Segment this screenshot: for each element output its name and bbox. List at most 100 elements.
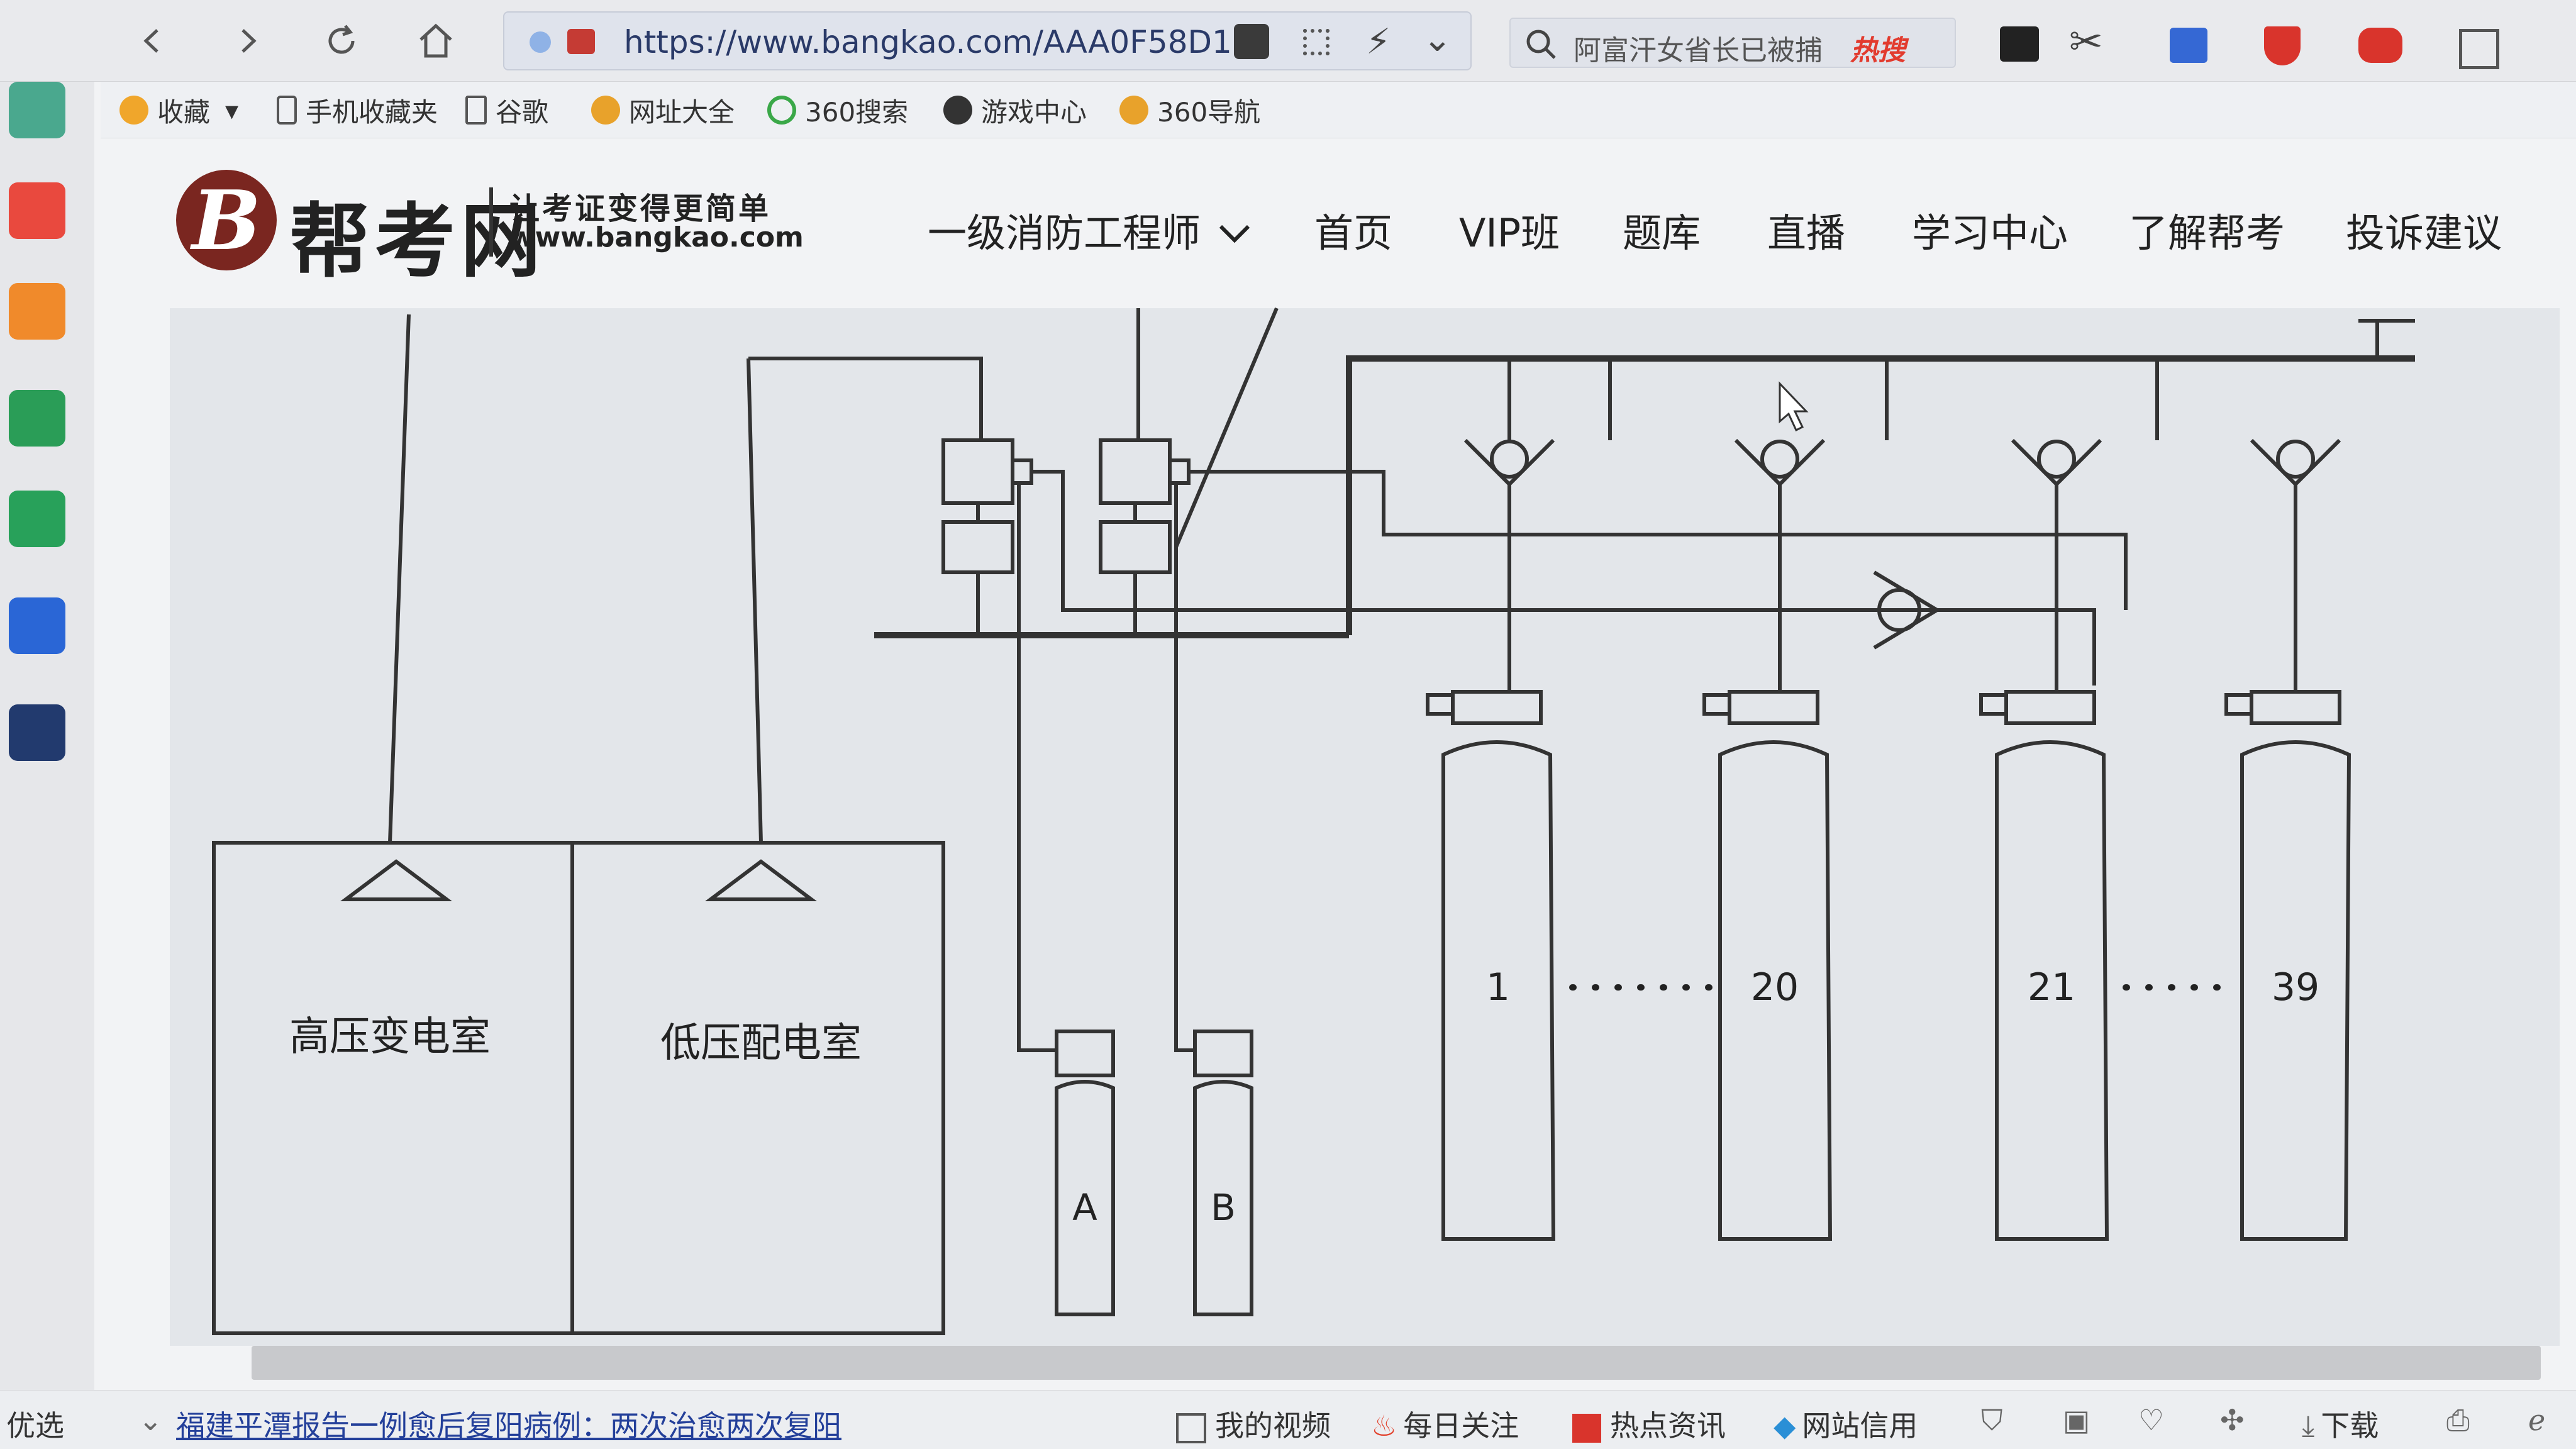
pilot-line-a xyxy=(1017,484,1057,1052)
fire-suppression-diagram: 高压变电室 低压配电室 A B 1 20 21 39 xyxy=(170,307,2560,1346)
site-shield-icon xyxy=(567,29,595,54)
secure-dot-icon xyxy=(530,31,551,53)
reload-icon xyxy=(328,25,355,54)
nav-exam-category[interactable]: 一级消防工程师 xyxy=(928,201,1252,258)
status-daily-focus[interactable]: ♨每日关注 xyxy=(1371,1403,1519,1445)
game-icon[interactable] xyxy=(2358,28,2402,63)
app-icon[interactable] xyxy=(9,597,65,654)
bookmark-label: 手机收藏夹 xyxy=(306,96,438,128)
mouse-cursor-icon xyxy=(1779,381,1809,432)
page-icon xyxy=(465,96,487,125)
pipe-low-voltage-room-b xyxy=(748,357,983,440)
bookmark-label: 游戏中心 xyxy=(981,96,1087,128)
tools-icon[interactable] xyxy=(9,704,65,761)
ie-icon[interactable]: ℯ xyxy=(2528,1403,2546,1437)
search-box[interactable]: 阿富汗女省长已被捕 热搜 xyxy=(1509,18,1956,68)
cylinder-label-20: 20 xyxy=(1751,965,1799,1009)
status-label: 热点资讯 xyxy=(1610,1409,1726,1443)
pilot-label-b: B xyxy=(1211,1186,1236,1229)
site-name[interactable]: 帮考网 xyxy=(289,195,547,289)
nav-question-bank[interactable]: 题库 xyxy=(1623,210,1701,256)
main-manifold xyxy=(1346,355,2415,635)
bookmark-favorites[interactable]: 收藏 ▾ xyxy=(119,88,238,132)
horizontal-scrollbar[interactable] xyxy=(252,1346,2541,1380)
nav-home[interactable]: 首页 xyxy=(1314,210,1393,256)
url-text[interactable]: https://www.bangkao.com/AAA0F58D1{ xyxy=(624,24,1252,60)
print-icon[interactable]: ⎙ xyxy=(2446,1403,2470,1437)
hao-icon xyxy=(591,96,620,125)
scissors-icon[interactable]: ✂ xyxy=(2069,19,2103,65)
qr-icon[interactable] xyxy=(1303,29,1330,55)
phone-icon xyxy=(277,96,297,125)
nav-feedback[interactable]: 投诉建议 xyxy=(2346,210,2502,256)
extension-icon[interactable] xyxy=(1234,24,1269,59)
pilot-valve-b xyxy=(1193,1030,1253,1077)
apps-grid-icon[interactable] xyxy=(2459,29,2499,69)
translate-icon[interactable] xyxy=(2170,28,2207,63)
address-bar[interactable]: https://www.bangkao.com/AAA0F58D1{ ⚡ ⌄ xyxy=(503,11,1472,70)
star-icon[interactable] xyxy=(9,182,65,239)
room-label-low-voltage: 低压配电室 xyxy=(660,1020,862,1067)
chevron-down-icon xyxy=(1219,225,1250,243)
nav-live[interactable]: 直播 xyxy=(1767,210,1846,256)
bookmark-directory[interactable]: 网址大全 xyxy=(591,88,735,132)
pipe-diagonal xyxy=(1174,307,1279,548)
reload-button[interactable] xyxy=(314,14,369,68)
status-label: 每日关注 xyxy=(1403,1409,1519,1443)
news-ticker-link[interactable]: 福建平潭报告一例愈后复阳病例：两次治愈两次复阳 xyxy=(176,1409,841,1443)
branch-pipes xyxy=(1507,358,2159,440)
status-label: 下载 xyxy=(2321,1409,2379,1443)
image-icon[interactable]: ▣ xyxy=(2063,1403,2090,1437)
shield-icon[interactable]: ⛉ xyxy=(1981,1403,2003,1437)
security-icon[interactable] xyxy=(2264,26,2301,65)
bookmark-360nav[interactable]: 360导航 xyxy=(1119,88,1260,132)
nav-vip[interactable]: VIP班 xyxy=(1459,210,1560,256)
home-button[interactable] xyxy=(409,14,463,68)
featured-label[interactable]: 优选 xyxy=(6,1409,64,1443)
protected-rooms xyxy=(212,841,945,1335)
status-my-videos[interactable]: 我的视频 xyxy=(1176,1403,1331,1445)
nav-about[interactable]: 了解帮考 xyxy=(2129,210,2285,256)
nav-label: 一级消防工程师 xyxy=(928,210,1201,256)
download-icon: ⤓ xyxy=(2302,1409,2315,1443)
pilot-check-valve-body xyxy=(1877,588,1921,632)
weibo-icon[interactable] xyxy=(9,283,65,340)
lightning-icon[interactable]: ⚡ xyxy=(1366,21,1391,62)
check-valve-2 xyxy=(1760,440,1799,479)
cylinder-actuator-1 xyxy=(1426,693,1455,716)
pilot-line-b xyxy=(1174,484,1195,1052)
cylinder-actuator-21 xyxy=(1979,693,2008,716)
nav-learning-center[interactable]: 学习中心 xyxy=(1912,210,2068,256)
pipe-high-voltage-room xyxy=(388,314,411,843)
screenshot-icon[interactable] xyxy=(2000,26,2039,62)
search-icon xyxy=(767,96,796,125)
status-hot-news[interactable]: 热点资讯 xyxy=(1572,1403,1726,1445)
bookmark-360search[interactable]: 360搜索 xyxy=(767,88,908,132)
pilot-cylinder-a xyxy=(1055,1080,1115,1316)
cylinder-risers xyxy=(1507,484,2297,692)
status-label: 网站信用 xyxy=(1802,1409,1918,1443)
chevron-down-icon[interactable]: ⌄ xyxy=(138,1403,163,1437)
cylinder-actuator-39 xyxy=(2224,693,2253,716)
chevron-down-icon[interactable]: ⌄ xyxy=(1423,19,1452,60)
browser-statusbar: 优选 ⌄ 福建平潭报告一例愈后复阳病例：两次治愈两次复阳 我的视频 ♨每日关注 … xyxy=(0,1390,2576,1449)
search-input[interactable]: 阿富汗女省长已被捕 xyxy=(1574,35,1823,67)
status-download[interactable]: ⤓下载 xyxy=(2302,1403,2379,1445)
bookmark-mobile[interactable]: 手机收藏夹 xyxy=(277,88,438,132)
bookmarks-bar: 收藏 ▾ 手机收藏夹 谷歌 网址大全 360搜索 游戏中心 360导航 xyxy=(101,82,2576,138)
question-image: 高压变电室 低压配电室 A B 1 20 21 39 xyxy=(94,296,2576,1365)
status-site-credit[interactable]: ◆网站信用 xyxy=(1774,1403,1918,1445)
heart-icon[interactable]: ♡ xyxy=(2138,1403,2165,1437)
star-icon xyxy=(119,96,148,125)
bookmark-google[interactable]: 谷歌 xyxy=(465,88,548,132)
forward-button[interactable] xyxy=(220,14,274,68)
mail-icon[interactable] xyxy=(9,390,65,447)
chat-icon[interactable] xyxy=(9,491,65,547)
nozzle-high-voltage xyxy=(340,859,452,901)
cloud-icon[interactable] xyxy=(9,82,65,138)
back-button[interactable] xyxy=(126,14,180,68)
speed-icon[interactable]: ✣ xyxy=(2220,1403,2245,1437)
logo-icon[interactable]: B xyxy=(176,170,277,270)
cylinder-label-21: 21 xyxy=(2028,965,2075,1009)
bookmark-games[interactable]: 游戏中心 xyxy=(943,88,1087,132)
